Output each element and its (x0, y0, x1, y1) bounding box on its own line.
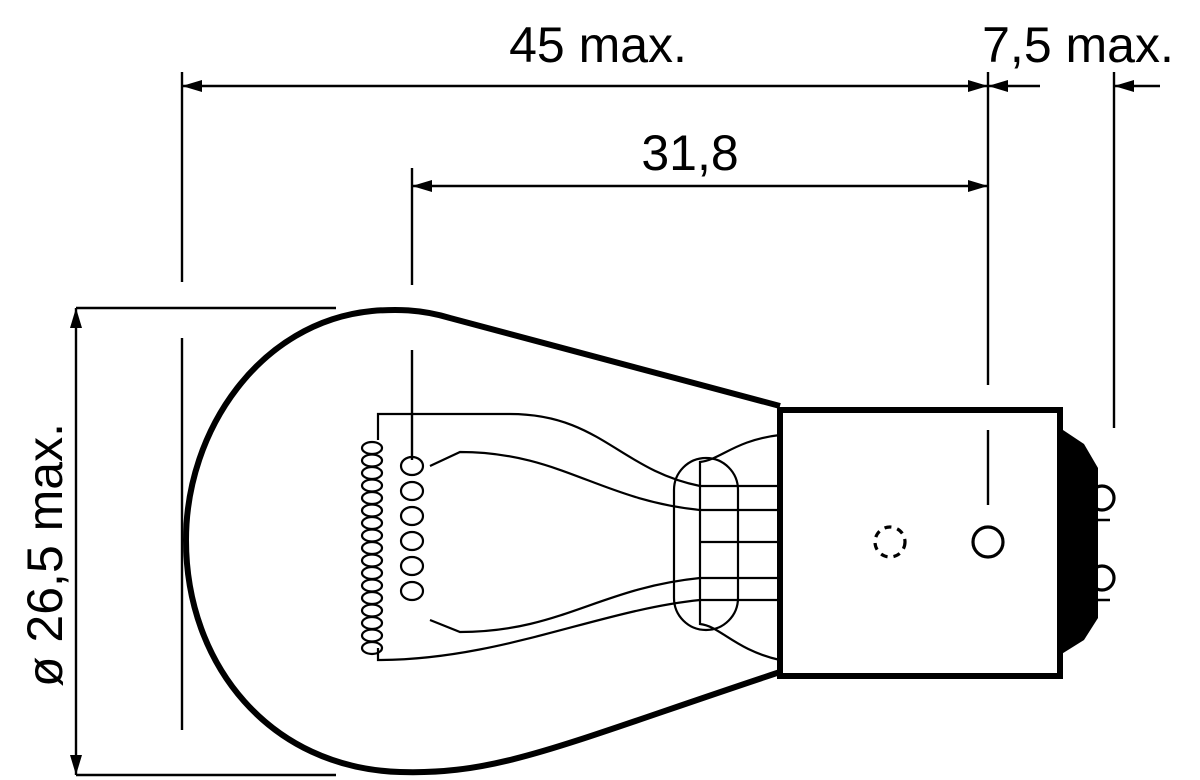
filament-coil-turn (360, 503, 384, 518)
filament-coil-turn (360, 590, 384, 606)
dimension-filament-to-base: 31,8 (412, 125, 988, 192)
filament-coil-turn (399, 530, 425, 552)
filament-coil-turn (360, 465, 384, 481)
filament-coil-turn (360, 453, 384, 468)
bulb-glass-outline (182, 306, 781, 776)
filament-coil-turn (399, 480, 425, 502)
filament-coil-turn (399, 455, 425, 477)
dimension-overall-length: 45 max. (182, 17, 988, 92)
filament-coil-turn (360, 478, 384, 493)
base-pin-label: 7,5 max. (982, 17, 1174, 73)
filament-coil-turn (360, 565, 384, 581)
filament-coil-turn (360, 640, 384, 656)
filament-coil-turn (360, 553, 384, 568)
base-contacts (1060, 428, 1116, 655)
filament-to-base-label: 31,8 (641, 125, 738, 181)
stem-pinch (672, 456, 740, 632)
dimension-diameter: ø 26,5 max. (17, 308, 82, 775)
filament-coil-turn (360, 578, 384, 593)
filament-coil-turn (360, 615, 384, 631)
filament-coil-turn (360, 540, 384, 556)
filament-coil-turn (360, 515, 384, 531)
bayonet-pin-front (971, 525, 1005, 559)
diameter-label: ø 26,5 max. (17, 423, 73, 687)
filament-coil-turn (360, 440, 384, 456)
filament-coil-turn (360, 628, 384, 643)
dimension-base-pin: 7,5 max. (982, 17, 1174, 92)
filament-coil-turn (360, 528, 384, 543)
lead-wires (376, 412, 780, 662)
glass-stem (698, 433, 781, 662)
bulb-base (777, 407, 1063, 679)
filament-secondary (399, 455, 425, 602)
filament-coil-turn (360, 490, 384, 506)
filament-coil-turn (399, 580, 425, 602)
filament-coil-turn (399, 555, 425, 577)
filament-main (360, 440, 384, 656)
extension-lines (76, 72, 1116, 777)
bayonet-pin-back (873, 525, 907, 559)
overall-length-label: 45 max. (509, 17, 687, 73)
filament-coil-turn (399, 505, 425, 527)
filament-coil-turn (360, 603, 384, 618)
